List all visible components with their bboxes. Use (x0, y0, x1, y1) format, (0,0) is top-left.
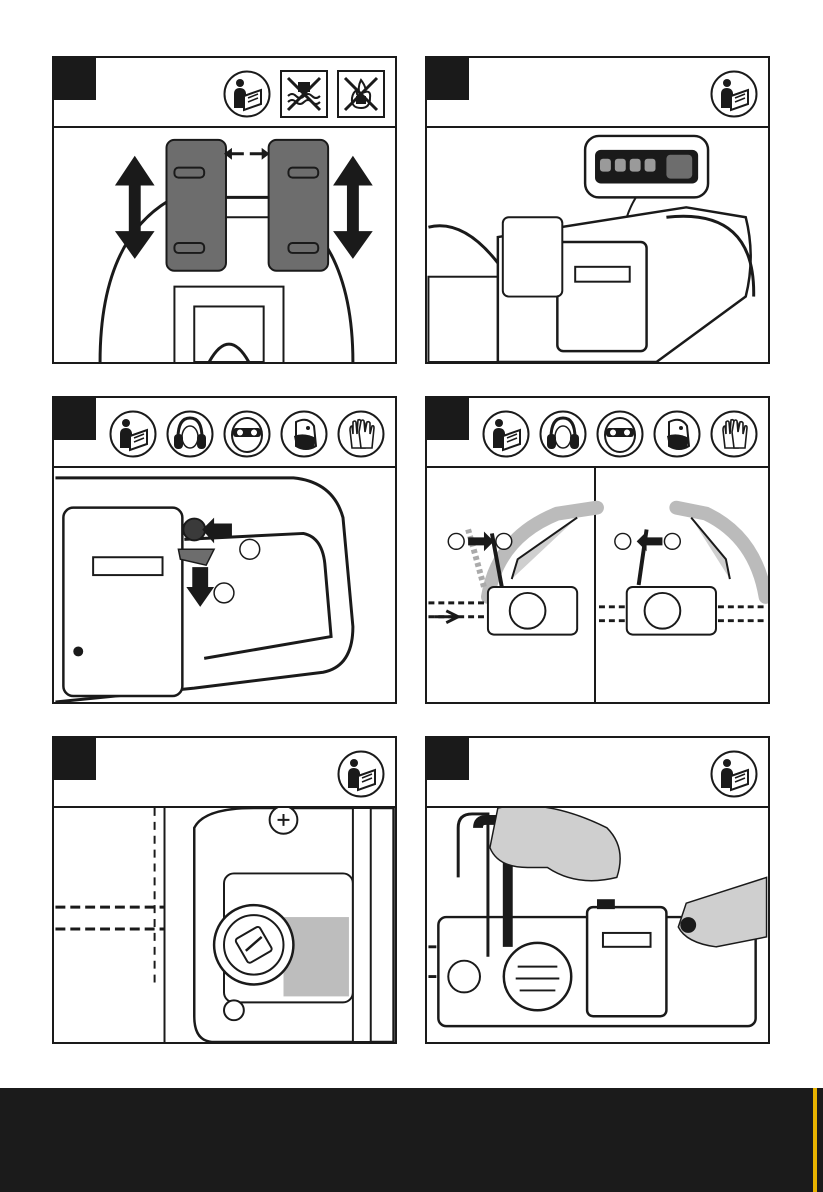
dust-mask-icon (280, 410, 328, 458)
two-hand-operation-illustration (427, 808, 768, 1042)
step-number-badge (54, 398, 96, 440)
battery-insertion-illustration (54, 128, 395, 362)
step-number-badge (54, 58, 96, 100)
figure-panel-1 (52, 56, 397, 364)
step-number-badge (427, 738, 469, 780)
safety-icons (710, 750, 758, 798)
gloves-icon (337, 410, 385, 458)
footer-accent-stripe (813, 1088, 817, 1192)
no-water-icon (280, 70, 328, 118)
safety-icons (482, 410, 758, 458)
figure-panel-3 (52, 396, 397, 704)
ear-protection-icon (539, 410, 587, 458)
step-number-badge (427, 58, 469, 100)
panel-header (427, 398, 768, 468)
oil-tank-illustration (54, 808, 395, 1042)
figure-panel-4 (425, 396, 770, 704)
panel-header (427, 738, 768, 808)
ear-protection-icon (166, 410, 214, 458)
lock-off-button-illustration (54, 468, 395, 702)
gloves-icon (710, 410, 758, 458)
safety-icons (223, 70, 385, 118)
figure-panel-6 (425, 736, 770, 1044)
read-manual-icon (710, 750, 758, 798)
eye-protection-icon (596, 410, 644, 458)
step-number-badge (427, 398, 469, 440)
panel-header (54, 58, 395, 128)
no-fire-icon (337, 70, 385, 118)
read-manual-icon (337, 750, 385, 798)
read-manual-icon (482, 410, 530, 458)
footer-bar (0, 1088, 823, 1192)
figure-panel-5 (52, 736, 397, 1044)
safety-icons (109, 410, 385, 458)
safety-icons (337, 750, 385, 798)
safety-icons (710, 70, 758, 118)
eye-protection-icon (223, 410, 271, 458)
read-manual-icon (223, 70, 271, 118)
figure-panel-2 (425, 56, 770, 364)
read-manual-icon (710, 70, 758, 118)
step-number-badge (54, 738, 96, 780)
battery-charge-indicator-illustration (427, 128, 768, 362)
panel-header (427, 58, 768, 128)
dust-mask-icon (653, 410, 701, 458)
read-manual-icon (109, 410, 157, 458)
panel-header (54, 738, 395, 808)
panel-header (54, 398, 395, 468)
chain-brake-illustration (427, 468, 768, 702)
